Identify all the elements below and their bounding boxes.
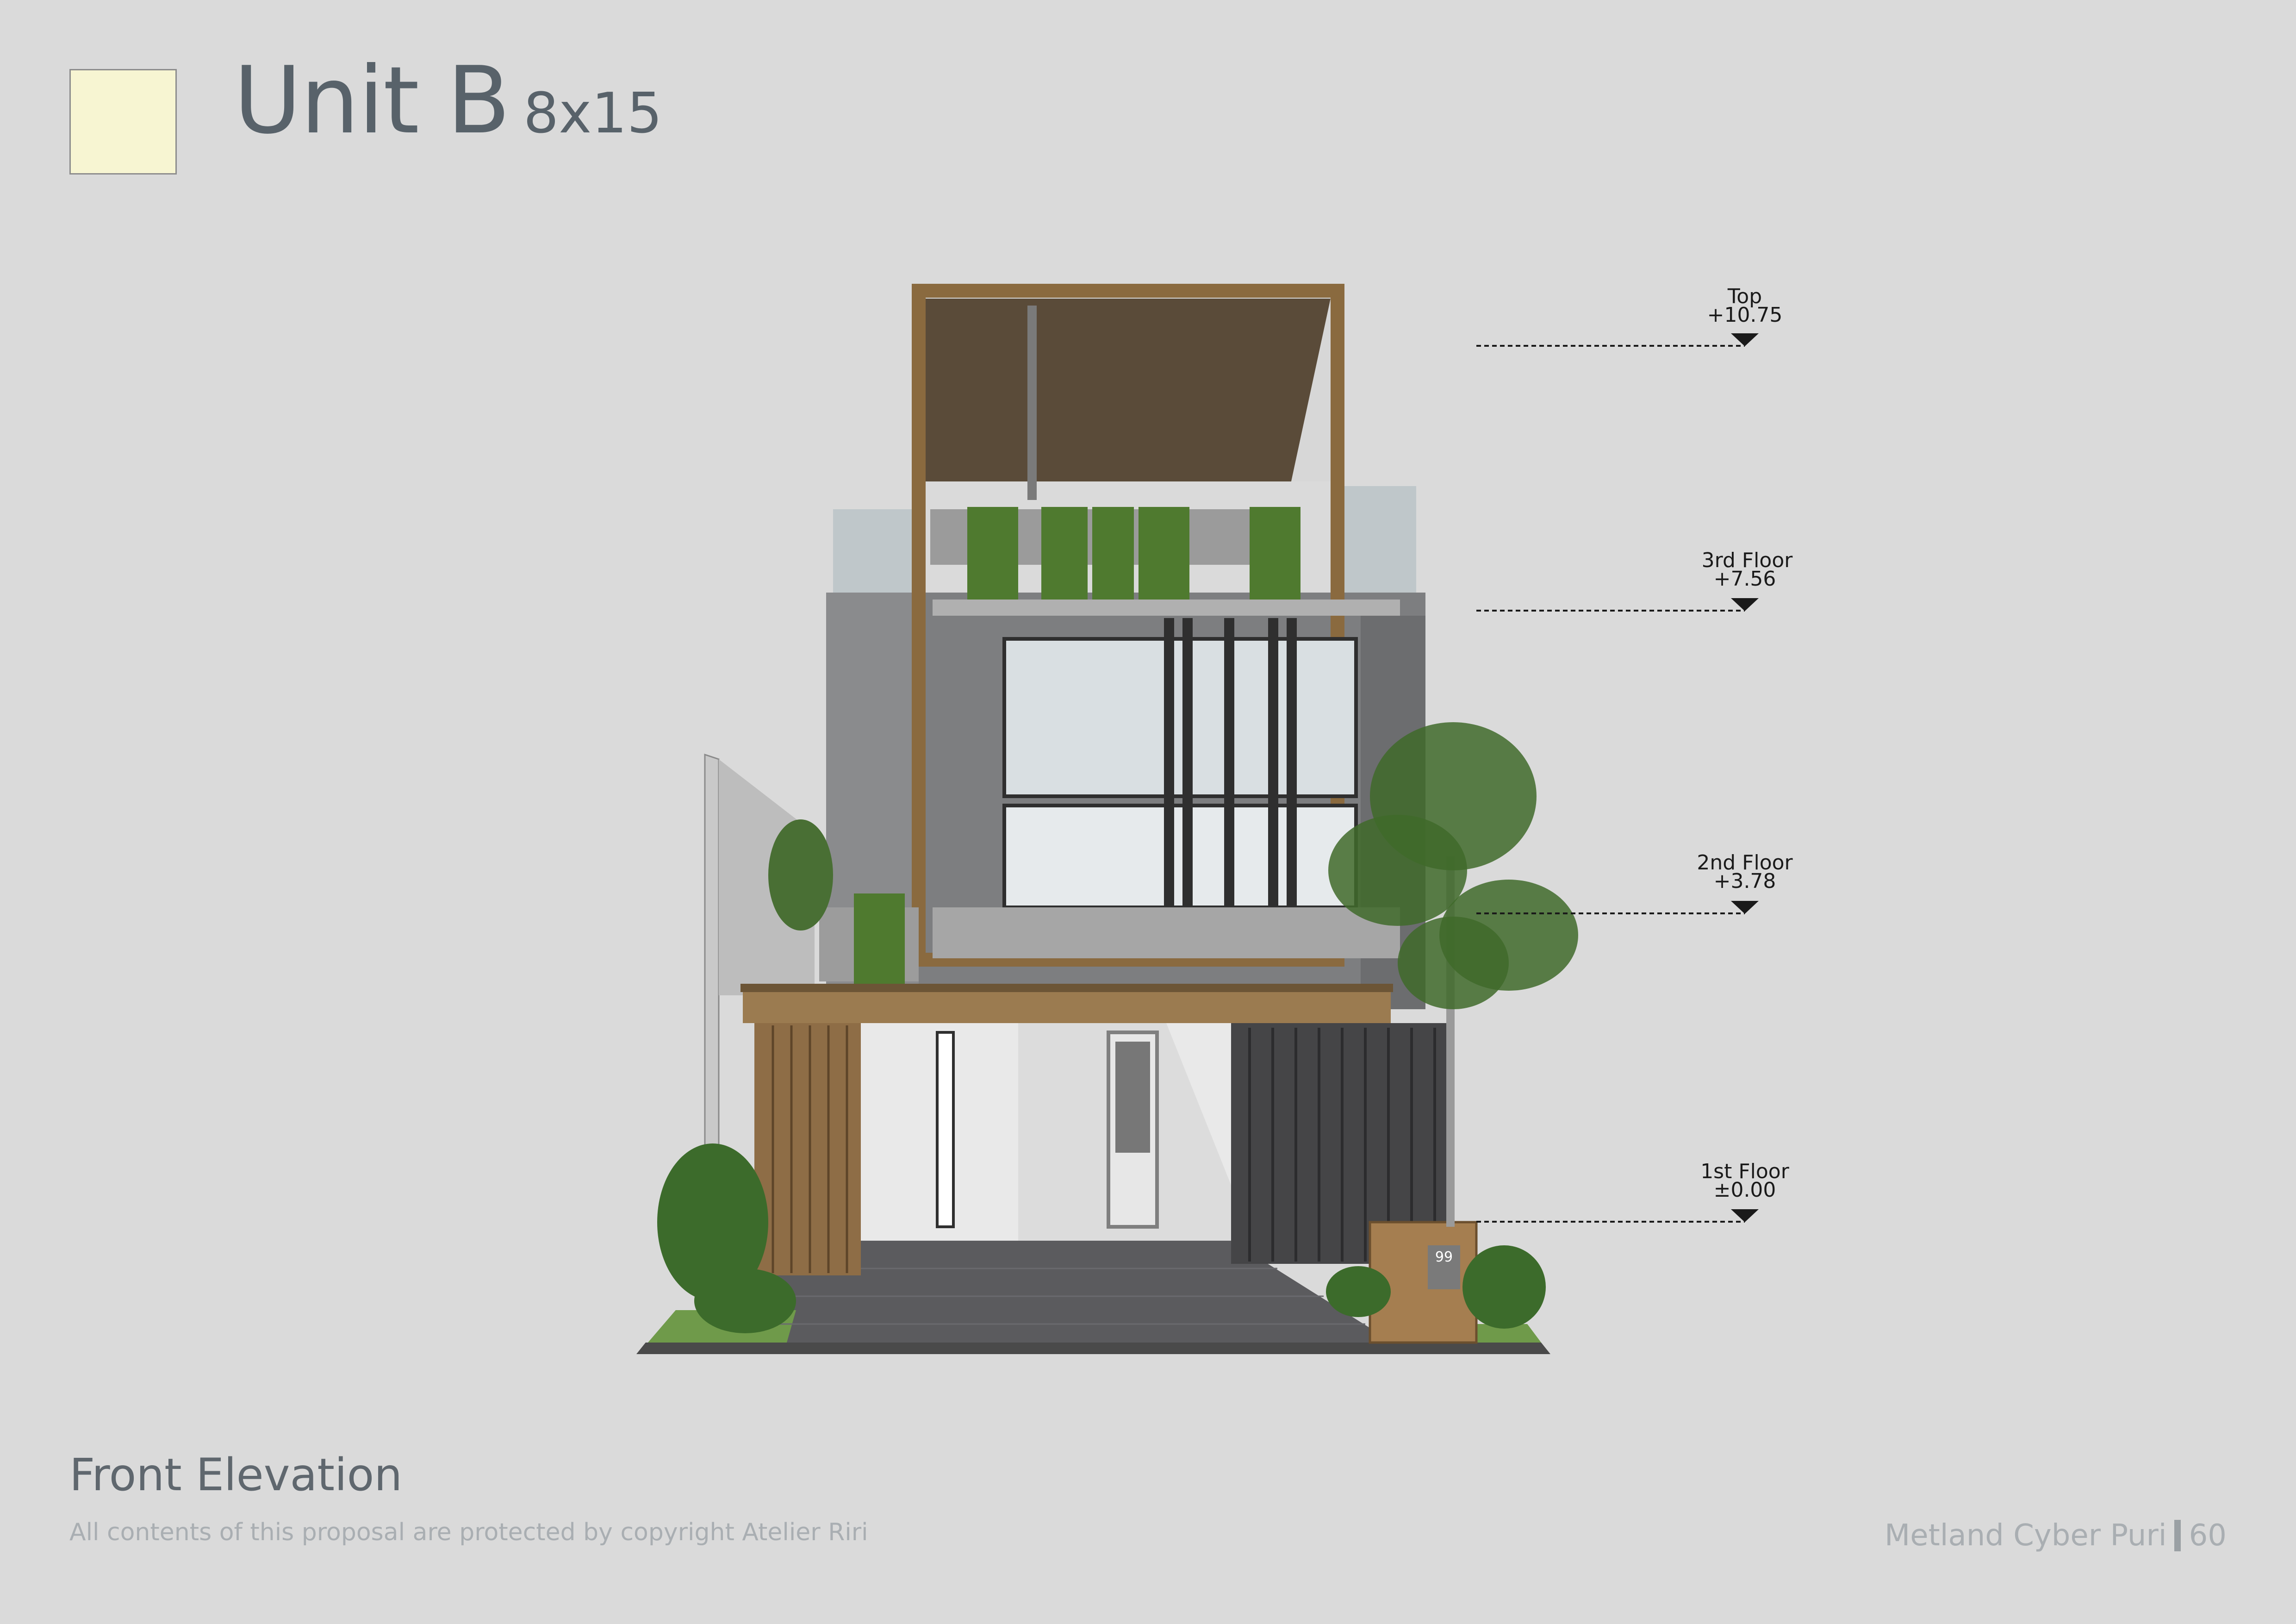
level-top-value: +10.75 xyxy=(1707,303,1783,327)
unit-size: 8x15 xyxy=(523,81,662,146)
level-2nd-value: +3.78 xyxy=(1714,869,1776,893)
level-top-name: Top xyxy=(1727,285,1762,308)
project-name: Metland Cyber Puri xyxy=(1885,1518,2167,1553)
slab-3rd-floor xyxy=(933,600,1400,616)
frame-canopy xyxy=(926,299,1331,481)
timber-screen-slats xyxy=(772,1025,848,1273)
plant-right-entry xyxy=(1326,1245,1546,1329)
unit-name: Unit B xyxy=(234,47,510,155)
timber-frame-outer xyxy=(912,284,1344,967)
level-marker-1st-floor: 1st Floor ±0.00 xyxy=(1476,1160,1790,1223)
tree-right xyxy=(1328,722,1578,1227)
glazing-upper xyxy=(1002,637,1358,798)
hanging-plants-roof xyxy=(967,507,1300,600)
level-1st-name: 1st Floor xyxy=(1700,1160,1790,1183)
slab-2nd-floor-balcony xyxy=(933,907,1400,958)
level-marker-top: Top +10.75 xyxy=(1476,285,1783,347)
side-wall-slope xyxy=(719,759,815,995)
page-footer: Metland Cyber Puri 60 xyxy=(1885,1518,2227,1553)
copyright-notice: All contents of this proposal are protec… xyxy=(69,1518,868,1546)
roof-parapet-right xyxy=(1333,486,1416,593)
plant-left-entry xyxy=(657,1143,796,1333)
level-1st-value: ±0.00 xyxy=(1714,1178,1776,1202)
ground-base xyxy=(636,1343,1550,1354)
drawing-caption: Front Elevation xyxy=(69,1449,403,1501)
glazing-lower xyxy=(1002,804,1358,909)
level-marker-2nd-floor: 2nd Floor +3.78 xyxy=(1476,851,1793,914)
frame-canopy-side xyxy=(1291,299,1331,481)
house-number: 99 xyxy=(1435,1249,1453,1265)
level-2nd-name: 2nd Floor xyxy=(1697,851,1793,874)
level-3rd-name: 3rd Floor xyxy=(1702,549,1793,572)
hanging-plants-balcony xyxy=(854,893,905,986)
timber-screen-left xyxy=(754,1023,861,1275)
shadow-wall xyxy=(1018,1023,1231,1241)
fin-columns xyxy=(1164,618,1297,914)
page-number: 60 xyxy=(2189,1518,2227,1553)
tree-left-small xyxy=(768,819,833,931)
carport-canopy-top xyxy=(740,984,1393,992)
slit-window xyxy=(936,1031,955,1228)
level-3rd-value: +7.56 xyxy=(1714,567,1776,591)
footer-divider xyxy=(2174,1520,2181,1551)
mailbox-plate xyxy=(1428,1245,1460,1289)
roof-parapet-left xyxy=(833,509,926,593)
carport-canopy xyxy=(743,986,1391,1023)
mullion xyxy=(1027,306,1037,500)
unit-color-swatch xyxy=(69,69,177,175)
driveway xyxy=(713,1241,1393,1343)
level-marker-3rd-floor: 3rd Floor +7.56 xyxy=(1476,549,1793,612)
